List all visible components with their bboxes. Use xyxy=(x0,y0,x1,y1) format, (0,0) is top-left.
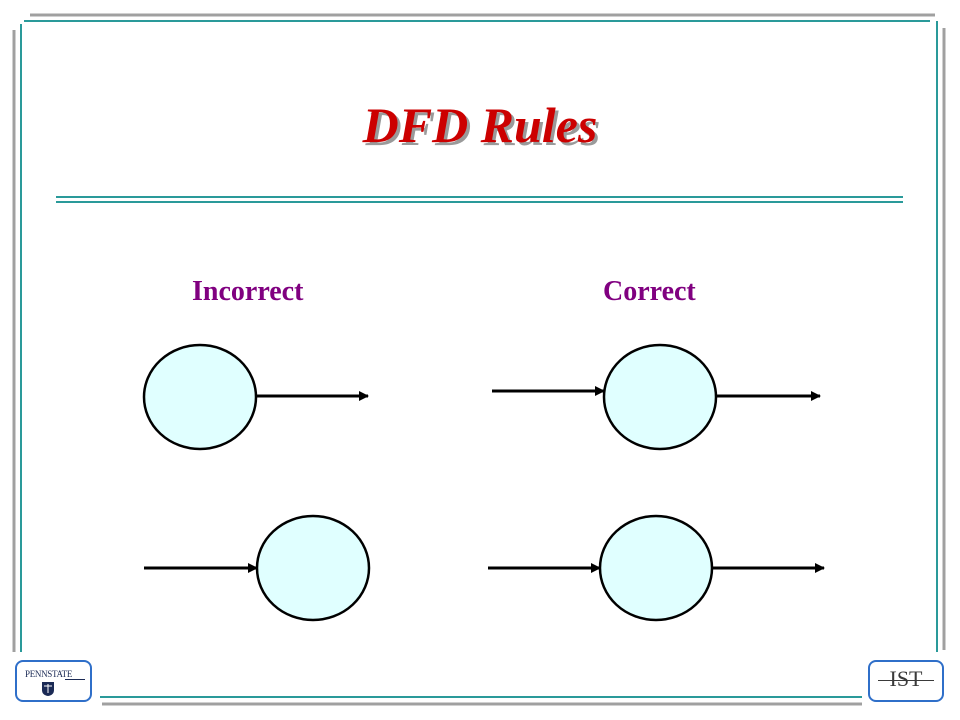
ist-logo-rule xyxy=(878,680,934,681)
correct-process-bottom xyxy=(488,514,825,622)
incorrect-process-input-only xyxy=(144,514,371,622)
process-circle xyxy=(255,514,371,622)
process-circle xyxy=(602,343,718,451)
incorrect-label: Incorrect xyxy=(192,276,304,307)
ist-logo: IST xyxy=(868,660,944,702)
process-circle xyxy=(598,514,714,622)
ist-logo-text: IST xyxy=(889,666,923,691)
process-circle xyxy=(142,343,258,451)
correct-process-top xyxy=(492,343,821,451)
pennstate-logo-rule xyxy=(65,679,85,680)
pennstate-logo-text: PENNSTATE xyxy=(25,669,73,679)
correct-label: Correct xyxy=(603,276,696,307)
pennstate-logo: PENNSTATE xyxy=(15,660,92,702)
incorrect-process-output-only xyxy=(142,343,369,451)
slide-title: DFD Rules xyxy=(362,97,598,153)
pennstate-shield-icon xyxy=(42,682,54,696)
